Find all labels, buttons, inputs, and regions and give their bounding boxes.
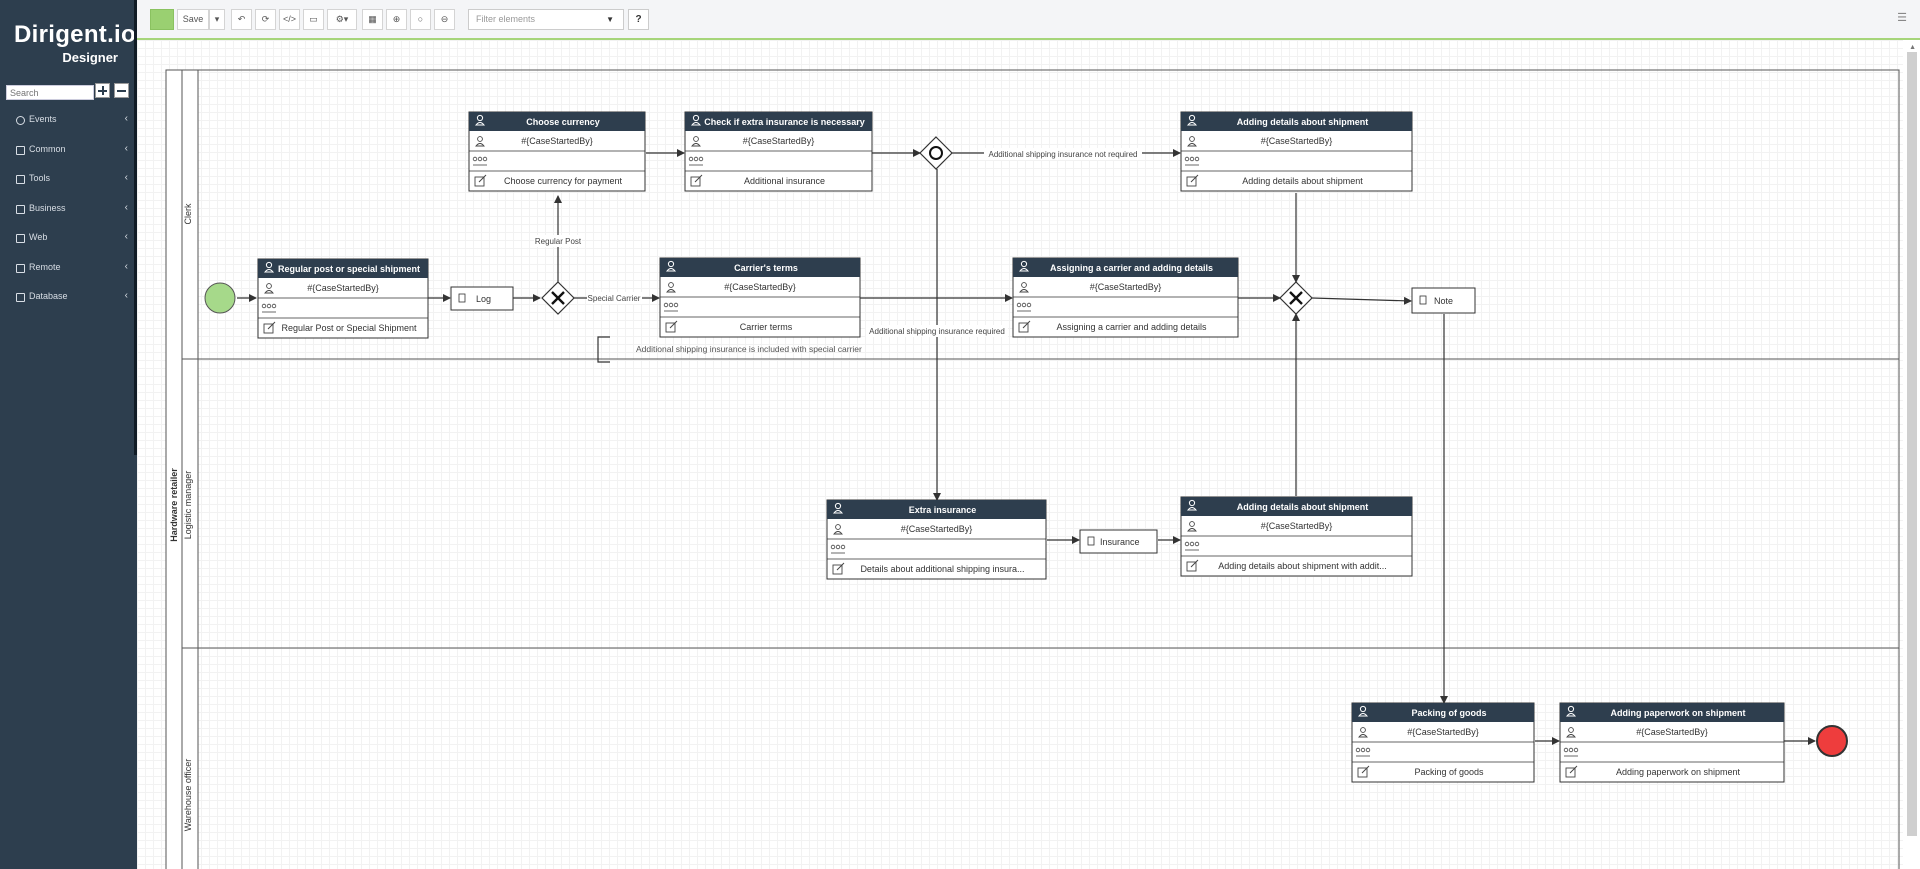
sidebar-item-label: Common (29, 144, 66, 154)
save-button[interactable]: Save (177, 9, 209, 30)
help-button[interactable]: ? (628, 9, 649, 30)
sidebar-scrollbar[interactable] (134, 0, 137, 455)
grid-button[interactable]: ▦ (362, 9, 383, 30)
filter-elements-select[interactable]: Filter elements ▼ (468, 9, 624, 30)
sidebar-item-label: Tools (29, 173, 51, 183)
square-icon (16, 264, 25, 273)
zoom-out-button[interactable]: ⊖ (434, 9, 455, 30)
redo-button[interactable]: ⟳ (255, 9, 276, 30)
logo-title: Dirigent.io (14, 21, 136, 48)
square-icon (16, 175, 25, 184)
sidebar-item-label: Web (29, 232, 48, 242)
list-menu-icon[interactable]: ☰ (1897, 12, 1907, 24)
code-icon: </> (282, 14, 296, 24)
palette-search-input[interactable] (6, 85, 94, 100)
logo: Dirigent.io Designer (14, 21, 136, 66)
chevron-left-icon: ‹ (124, 113, 128, 124)
scroll-up-arrow-icon[interactable]: ▲ (1909, 44, 1916, 51)
sidebar-item-common[interactable]: Common ‹ (16, 142, 128, 160)
chevron-left-icon: ‹ (124, 202, 128, 213)
sidebar-item-label: Database (29, 291, 68, 301)
square-icon (16, 146, 25, 155)
zoom-in-icon: ⊕ (392, 14, 401, 24)
chevron-left-icon: ‹ (124, 143, 128, 154)
circle-icon (16, 116, 25, 125)
undo-icon: ↶ (237, 14, 246, 24)
square-icon (16, 234, 25, 243)
sidebar-item-label: Business (29, 203, 66, 213)
chevron-left-icon: ‹ (124, 231, 128, 242)
vertical-scrollbar-thumb[interactable] (1907, 52, 1917, 836)
color-swatch-button[interactable] (150, 9, 174, 30)
sidebar-item-events[interactable]: Events ‹ (16, 112, 128, 130)
logo-subtitle: Designer (62, 50, 118, 65)
sidebar-item-label: Events (29, 114, 57, 124)
chevron-left-icon: ‹ (124, 261, 128, 272)
grid-icon: ▦ (368, 14, 377, 24)
square-icon (16, 293, 25, 302)
chevron-left-icon: ‹ (124, 172, 128, 183)
sidebar-item-web[interactable]: Web ‹ (16, 230, 128, 248)
sidebar: Dirigent.io Designer Events ‹ Common ‹ Too… (0, 0, 137, 869)
sidebar-item-remote[interactable]: Remote ‹ (16, 260, 128, 278)
filter-placeholder: Filter elements (476, 14, 536, 24)
save-dropdown-button[interactable]: ▾ (209, 9, 225, 30)
diagram-canvas[interactable] (137, 40, 1903, 869)
settings-button[interactable]: ⚙▾ (327, 9, 357, 30)
sidebar-item-tools[interactable]: Tools ‹ (16, 171, 128, 189)
caret-down-icon: ▾ (214, 14, 220, 24)
chevron-left-icon: ‹ (124, 290, 128, 301)
minus-icon (117, 90, 126, 92)
sidebar-item-business[interactable]: Business ‹ (16, 201, 128, 219)
sidebar-item-database[interactable]: Database ‹ (16, 289, 128, 307)
redo-icon: ⟳ (261, 14, 270, 24)
zoom-out-icon: ⊖ (440, 14, 449, 24)
zoom-reset-icon: ○ (417, 14, 424, 24)
collapse-all-button[interactable] (114, 83, 129, 98)
zoom-in-button[interactable]: ⊕ (386, 9, 407, 30)
square-icon (16, 205, 25, 214)
caret-down-icon: ▼ (606, 15, 614, 24)
toolbar: Save ▾ ↶ ⟳ </> ▭ ⚙▾ ▦ ⊕ ○ ⊖ Filter eleme… (137, 0, 1920, 40)
image-icon: ▭ (309, 14, 318, 24)
sidebar-item-label: Remote (29, 262, 61, 272)
code-button[interactable]: </> (279, 9, 300, 30)
undo-button[interactable]: ↶ (231, 9, 252, 30)
gear-icon: ⚙▾ (335, 14, 349, 24)
zoom-reset-button[interactable]: ○ (410, 9, 431, 30)
plus-icon-vertical (102, 86, 104, 95)
expand-all-button[interactable] (95, 83, 110, 98)
image-button[interactable]: ▭ (303, 9, 324, 30)
